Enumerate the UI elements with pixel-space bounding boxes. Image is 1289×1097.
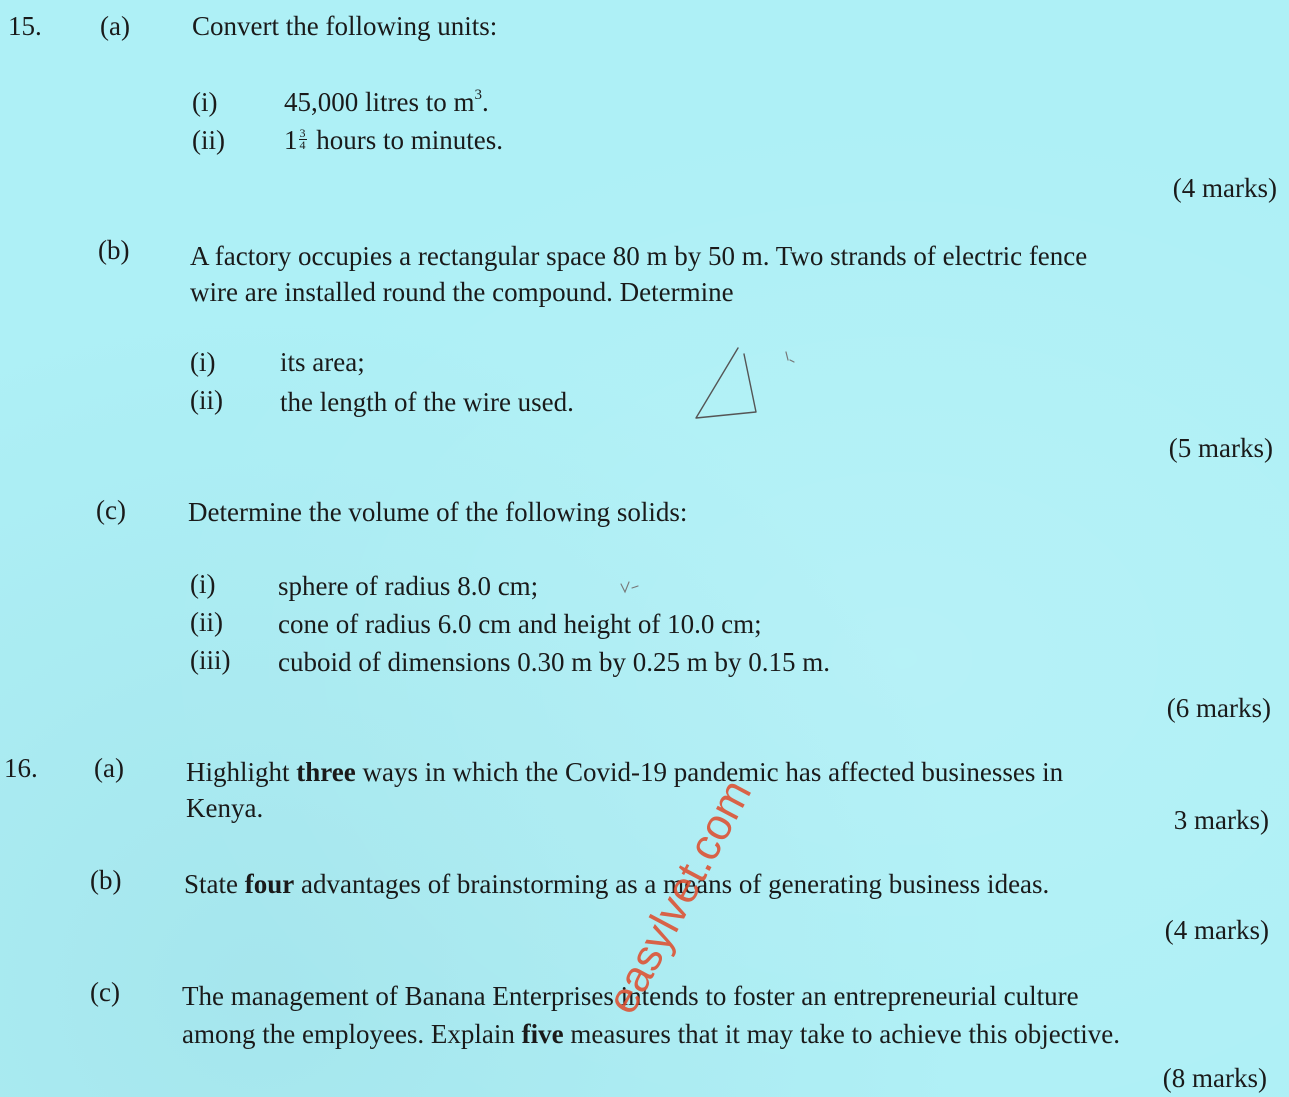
q15c-ii-text: cone of radius 6.0 cm and height of 10.0…	[278, 609, 762, 639]
q16b-stem-end: advantages of brainstorming as a means o…	[294, 869, 1050, 899]
q15c-marks: (6 marks)	[1166, 693, 1271, 723]
q16b-stem: State four advantages of brainstorming a…	[184, 868, 1049, 900]
q16c-stem-line1: The management of Banana Enterprises int…	[182, 981, 1079, 1011]
q15a-i-label: (i)	[192, 87, 218, 117]
q15a-ii-label: (ii)	[192, 125, 225, 155]
q16a-stem-emphasis: three	[296, 757, 356, 787]
fraction-denominator: 4	[299, 138, 306, 153]
q15c-ii-label: (ii)	[190, 607, 223, 637]
q15c-iii-text: cuboid of dimensions 0.30 m by 0.25 m by…	[278, 647, 830, 677]
q16a-stem-line2: Kenya.	[186, 793, 264, 823]
q15a-marks: (4 marks)	[1172, 173, 1277, 203]
q16a-stem-line1: Highlight three ways in which the Covid-…	[186, 756, 1063, 788]
q16c-stem-emphasis: five	[521, 1019, 564, 1049]
handwritten-triangle-sketch	[695, 347, 795, 419]
q15b-i-label: (i)	[190, 347, 216, 377]
q15b-ii-label: (ii)	[190, 385, 223, 415]
q15b-marks: (5 marks)	[1168, 433, 1273, 463]
q15c-stem: Determine the volume of the following so…	[188, 497, 688, 527]
q15a-ii-whole: 1	[284, 125, 298, 155]
fraction-numerator: 3	[298, 126, 307, 141]
q16c-stem-line2: among the employees. Explain five measur…	[182, 1018, 1120, 1050]
question-16-number: 16.	[4, 753, 38, 783]
q15a-i-text: 45,000 litres to m3.	[284, 86, 489, 118]
q15c-i-text: sphere of radius 8.0 cm;	[278, 571, 539, 601]
q16a-stem-end: ways in which the Covid-19 pandemic has …	[355, 757, 1064, 787]
q16a-marks: 3 marks)	[1173, 805, 1269, 835]
q16a-label: (a)	[94, 753, 124, 783]
q15b-ii-text: the length of the wire used.	[280, 387, 574, 417]
q15a-i-superscript: 3	[474, 87, 483, 103]
q16c-label: (c)	[90, 977, 120, 1007]
q16b-label: (b)	[90, 865, 122, 895]
q16c-marks: (8 marks)	[1162, 1063, 1267, 1093]
q16b-stem-start: State	[184, 869, 245, 899]
q16a-stem-start: Highlight	[186, 757, 297, 787]
question-15-number: 15.	[8, 11, 42, 41]
q15a-i-text-main: 45,000 litres to m	[284, 87, 475, 117]
q15b-label: (b)	[98, 235, 130, 265]
q15a-i-text-end: .	[482, 87, 489, 117]
q15a-label: (a)	[100, 11, 130, 41]
q15c-iii-label: (iii)	[190, 645, 231, 675]
q15c-label: (c)	[96, 495, 126, 525]
q15b-stem-line2: wire are installed round the compound. D…	[190, 277, 734, 307]
q15b-i-text: its area;	[280, 347, 365, 377]
q15a-stem: Convert the following units:	[192, 11, 498, 41]
q15c-i-label: (i)	[190, 569, 216, 599]
q15b-stem-line1: A factory occupies a rectangular space 8…	[190, 241, 1088, 271]
q16c-stem-end: measures that it may take to achieve thi…	[563, 1019, 1120, 1049]
handwritten-mark	[620, 581, 639, 594]
q16b-stem-emphasis: four	[244, 869, 295, 899]
q16c-stem-start: among the employees. Explain	[182, 1019, 522, 1049]
q15a-ii-rest: hours to minutes.	[309, 125, 503, 155]
q16b-marks: (4 marks)	[1164, 915, 1269, 945]
